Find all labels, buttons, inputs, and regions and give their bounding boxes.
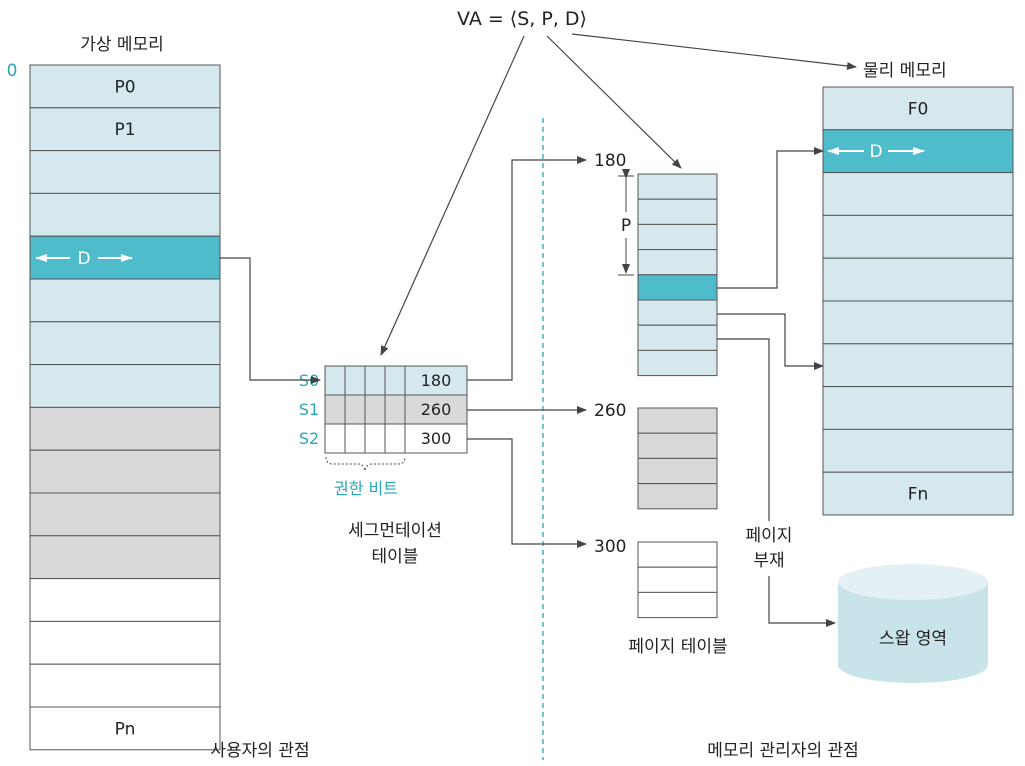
swap-label: 스왑 영역	[879, 629, 947, 649]
page-table-1-entry-0	[637, 407, 718, 434]
page-table-0-entry-1	[637, 198, 718, 225]
vm-page-11	[29, 535, 221, 580]
vm-offset-arrow: D	[35, 249, 133, 269]
page-table-0-entry-7	[637, 349, 718, 377]
seg-perm-cell-1-3	[384, 394, 406, 425]
page-table-0-entry-0	[637, 173, 718, 200]
pt-start-180: 180	[594, 151, 626, 171]
page-table-2-entry-2	[637, 591, 718, 619]
seg-perm-cell-2-1	[344, 423, 366, 454]
vm-page-15	[29, 706, 221, 751]
page-fault-label-line1: 페이지	[746, 526, 793, 546]
vm-page-label-15: Pn	[115, 719, 136, 739]
seg-perm-cell-0-2	[364, 365, 386, 396]
pm-offset-arrow: D	[827, 142, 925, 162]
pm-frame-7	[822, 386, 1014, 430]
seg-perm-cell-1-0	[324, 394, 346, 425]
page-table-1-entry-2	[637, 457, 718, 485]
page-table-0-entry-4	[637, 274, 718, 301]
pm-frame-2	[822, 172, 1014, 216]
vm-page-12	[29, 578, 221, 622]
seg-perm-cell-2-0	[324, 423, 346, 454]
pt-start-300: 300	[594, 537, 626, 557]
seg-base-value-2: 300	[421, 429, 452, 448]
pm-frame-6	[822, 343, 1014, 388]
vm-page-1	[29, 107, 221, 152]
physical-memory-title: 물리 메모리	[863, 61, 947, 81]
pm-frame-5	[822, 300, 1014, 345]
vm-page-7	[29, 364, 221, 408]
seg-perm-cell-1-2	[364, 394, 386, 425]
page-fault-label-line2: 부재	[753, 551, 784, 571]
page-table-2-entry-1	[637, 566, 718, 593]
vm-page-2	[29, 150, 221, 194]
pm-frame-4	[822, 257, 1014, 302]
vm-page-label-1: P1	[114, 120, 135, 140]
page-table-0-entry-6	[637, 324, 718, 351]
user-perspective-label: 사용자의 관점	[210, 741, 309, 761]
page-tables	[637, 173, 718, 619]
p-range-marker	[618, 169, 634, 276]
pm-frame-8	[822, 428, 1014, 473]
seg-base-value-1: 260	[421, 400, 452, 419]
page-table-0-entry-3	[637, 249, 718, 276]
page-table-1-entry-1	[637, 432, 718, 459]
seg-perm-cell-0-1	[344, 365, 366, 396]
seg-perm-cell-2-2	[364, 423, 386, 454]
swap-area: 스왑 영역	[838, 564, 988, 683]
page-table-2-entry-0	[637, 541, 718, 568]
seg-perm-cell-2-3	[384, 423, 406, 454]
address-zero-label: 0	[7, 61, 18, 81]
permission-bits-brace	[325, 456, 406, 472]
seg-label-1: S1	[299, 400, 319, 419]
vm-page-14	[29, 663, 221, 708]
permission-bits-label: 권한 비트	[334, 479, 398, 498]
vm-page-8	[29, 406, 221, 451]
seg-table-title-line2: 테이블	[372, 547, 419, 567]
vm-page-0	[29, 64, 221, 109]
pm-frame-0	[822, 86, 1014, 131]
p-label: P	[621, 216, 631, 236]
mm-perspective-label: 메모리 관리자의 관점	[707, 741, 859, 761]
vm-page-5	[29, 278, 221, 323]
va-formula: VA = ⟨S, P, D⟩	[457, 8, 587, 30]
vm-page-label-0: P0	[114, 77, 135, 97]
vm-page-9	[29, 449, 221, 494]
page-table-title: 페이지 테이블	[628, 637, 727, 657]
pt-start-260: 260	[594, 401, 626, 421]
vm-page-10	[29, 492, 221, 537]
virtual-memory-title: 가상 메모리	[80, 35, 164, 55]
page-table-0-entry-5	[637, 299, 718, 326]
seg-base-value-0: 180	[421, 371, 452, 390]
page-table-1-entry-3	[637, 483, 718, 510]
connector-arrows	[220, 33, 857, 627]
page-table-0-entry-2	[637, 223, 718, 251]
seg-perm-cell-0-3	[384, 365, 406, 396]
vm-page-6	[29, 321, 221, 366]
seg-table-title-line1: 세그먼테이션	[348, 521, 442, 541]
pm-frame-label-last: Fn	[908, 485, 929, 505]
vm-page-3	[29, 192, 221, 237]
pm-frame-9	[822, 471, 1014, 516]
seg-label-2: S2	[299, 429, 319, 448]
seg-perm-cell-1-1	[344, 394, 366, 425]
vm-offset-label: D	[77, 249, 90, 269]
seg-perm-cell-0-0	[324, 365, 346, 396]
vm-page-13	[29, 620, 221, 665]
pm-frame-3	[822, 214, 1014, 259]
pm-offset-label: D	[869, 142, 882, 162]
pm-frame-label-first: F0	[908, 99, 929, 119]
